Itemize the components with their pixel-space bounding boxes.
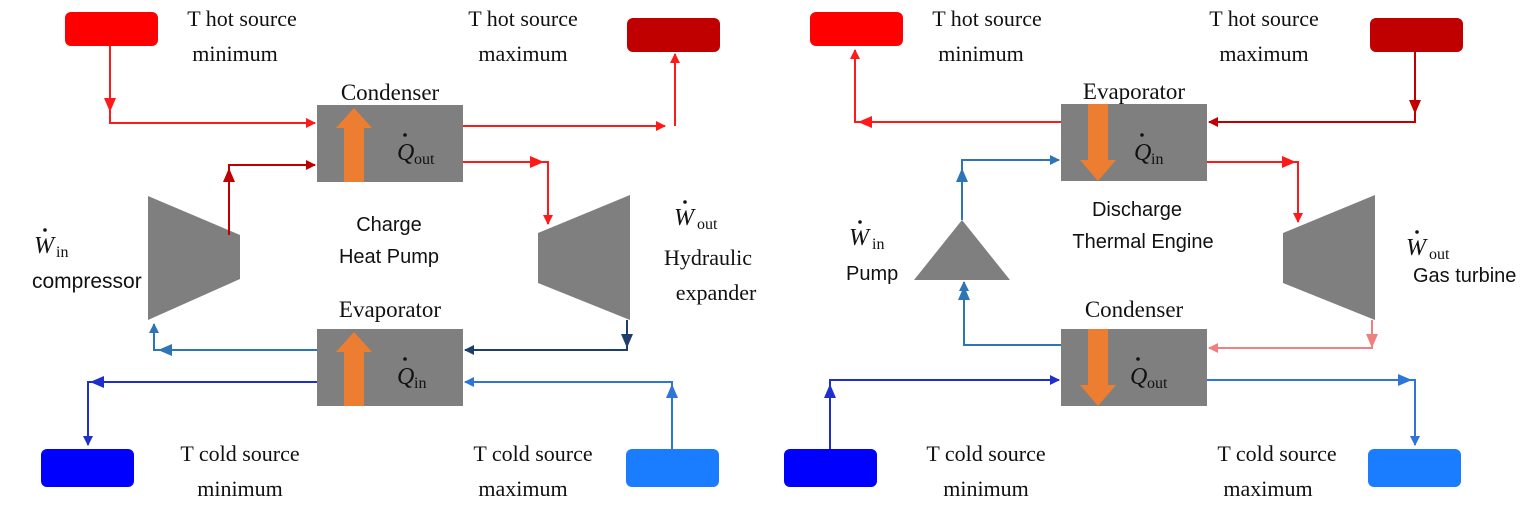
svg-text:out: out [697,216,718,233]
discharge-condenser-to-pump [959,281,1061,346]
charge-q-out-symbol: Q out [397,133,435,168]
charge-evaporator-box [317,329,463,406]
charge-evaporator-label: Evaporator [339,297,442,322]
charge-w-out-label: W out Hydraulic expander [664,200,757,305]
discharge-hot-min-reservoir [810,12,903,46]
charge-evaporator-to-compressor [149,323,317,351]
svg-text:out: out [1147,375,1168,392]
svg-text:Q: Q [397,140,414,166]
discharge-q-out-symbol: Q out [1130,357,1168,392]
charge-condenser-label: Condenser [341,80,440,105]
discharge-w-out-label: W out Gas turbine [1406,230,1516,287]
discharge-turbine-to-condenser [1208,320,1373,353]
charge-hot-min-reservoir [65,12,158,46]
charge-cold-max-reservoir [626,449,719,487]
charge-condenser-box [317,105,463,182]
discharge-cold-min-to-condenser [829,375,1060,449]
svg-text:W: W [849,225,871,251]
discharge-evaporator-to-turbine [1207,161,1303,223]
svg-text:out: out [414,151,435,168]
discharge-turbine-shape [1283,195,1375,320]
discharge-evaporator-to-hot-min [850,49,1061,123]
discharge-evaporator-heat-arrow [1080,104,1116,181]
charge-cold-min-reservoir [41,449,134,487]
charge-cold-max-to-evaporator [464,377,673,449]
svg-text:Q: Q [397,364,414,390]
charge-q-in-symbol: Q in [397,357,426,392]
svg-text:compressor: compressor [32,270,142,293]
discharge-evaporator-label: Evaporator [1083,79,1186,104]
charge-expander-shape [538,195,630,320]
charge-w-in-label: W in compressor [32,228,142,293]
svg-text:in: in [872,236,884,253]
svg-text:Pump: Pump [846,263,898,285]
discharge-hot-max-to-evaporator [1208,52,1416,127]
charge-compressor-shape [148,196,240,320]
svg-text:in: in [56,244,68,261]
discharge-condenser-to-cold-max [1207,379,1420,446]
discharge-cold-max-reservoir [1368,449,1461,487]
discharge-condenser-box [1061,329,1207,406]
charge-evaporator-to-cold-min [83,381,317,446]
charge-evaporator-heat-arrow [336,332,372,406]
discharge-w-in-label: W in Pump [846,220,898,285]
svg-text:W: W [674,205,696,231]
discharge-hot-max-reservoir [1370,18,1463,52]
svg-text:in: in [414,375,426,392]
svg-text:W: W [1406,235,1428,261]
svg-text:in: in [1151,151,1163,168]
svg-text:Hydraulic: Hydraulic [664,245,752,270]
discharge-condenser-heat-arrow [1080,329,1116,406]
svg-text:out: out [1429,246,1450,263]
charge-hot-max-reservoir [627,18,720,52]
svg-text:Gas turbine: Gas turbine [1413,265,1516,287]
svg-text:expander: expander [676,280,757,305]
discharge-condenser-label: Condenser [1085,297,1184,322]
svg-text:Q: Q [1134,140,1151,166]
discharge-pump-shape [914,220,1010,280]
charge-condenser-to-expander [463,161,553,225]
discharge-evaporator-box [1061,104,1207,181]
discharge-cold-min-reservoir [784,449,877,487]
svg-text:W: W [34,233,56,259]
svg-text:Q: Q [1130,364,1147,390]
charge-condenser-heat-arrow [336,108,372,182]
discharge-pump-to-evaporator [961,155,1060,220]
charge-hot-min-to-condenser [109,46,316,128]
discharge-q-in-symbol: Q in [1134,133,1163,168]
charge-compressor-to-condenser [228,160,316,235]
charge-expander-to-evaporator [464,320,628,355]
